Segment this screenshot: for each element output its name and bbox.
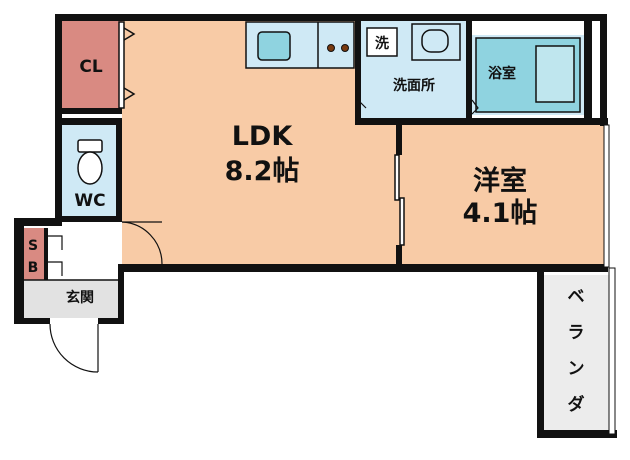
walls	[14, 14, 617, 438]
closet-door	[118, 21, 136, 109]
wash-basin-icon	[411, 23, 461, 61]
balcony-railing	[608, 267, 616, 435]
washroom-label: 洗面所	[393, 77, 435, 94]
toilet-label: WC	[74, 191, 105, 211]
balcony-char: ラ	[568, 323, 585, 343]
sliding-door-ldk-western	[394, 154, 405, 246]
entrance-label: 玄関	[66, 289, 94, 306]
sink-icon	[257, 31, 291, 61]
shoebox-floor	[22, 228, 45, 280]
balcony-floor	[543, 275, 609, 430]
door-swings	[48, 99, 479, 373]
western-name: 洋室	[473, 165, 527, 197]
shoebox-label-s: S	[28, 238, 38, 254]
balcony-char: ダ	[568, 394, 585, 415]
ldk-name: LDK	[232, 121, 294, 152]
western-size: 4.1帖	[463, 198, 538, 229]
ldk-size: 8.2帖	[225, 156, 300, 187]
bathtub-icon	[475, 37, 581, 113]
shoebox-label-b: B	[28, 260, 39, 276]
balcony-label: ベ ラ ン ダ	[568, 287, 585, 415]
stove-burner-icon	[327, 44, 335, 52]
closet-label: CL	[79, 57, 102, 77]
bathroom-label: 浴室	[488, 65, 516, 82]
entrance-floor	[22, 280, 120, 318]
toilet-icon	[77, 139, 103, 185]
kitchen-counter	[245, 21, 355, 69]
balcony-char: ベ	[568, 287, 585, 307]
closet-floor	[62, 20, 122, 108]
balcony-char: ン	[568, 359, 585, 379]
western-window	[603, 124, 610, 268]
stove-burner-icon	[341, 44, 349, 52]
washer-label: 洗	[375, 35, 389, 52]
washing-machine: 洗	[366, 27, 398, 57]
western-room-floor	[400, 125, 608, 268]
